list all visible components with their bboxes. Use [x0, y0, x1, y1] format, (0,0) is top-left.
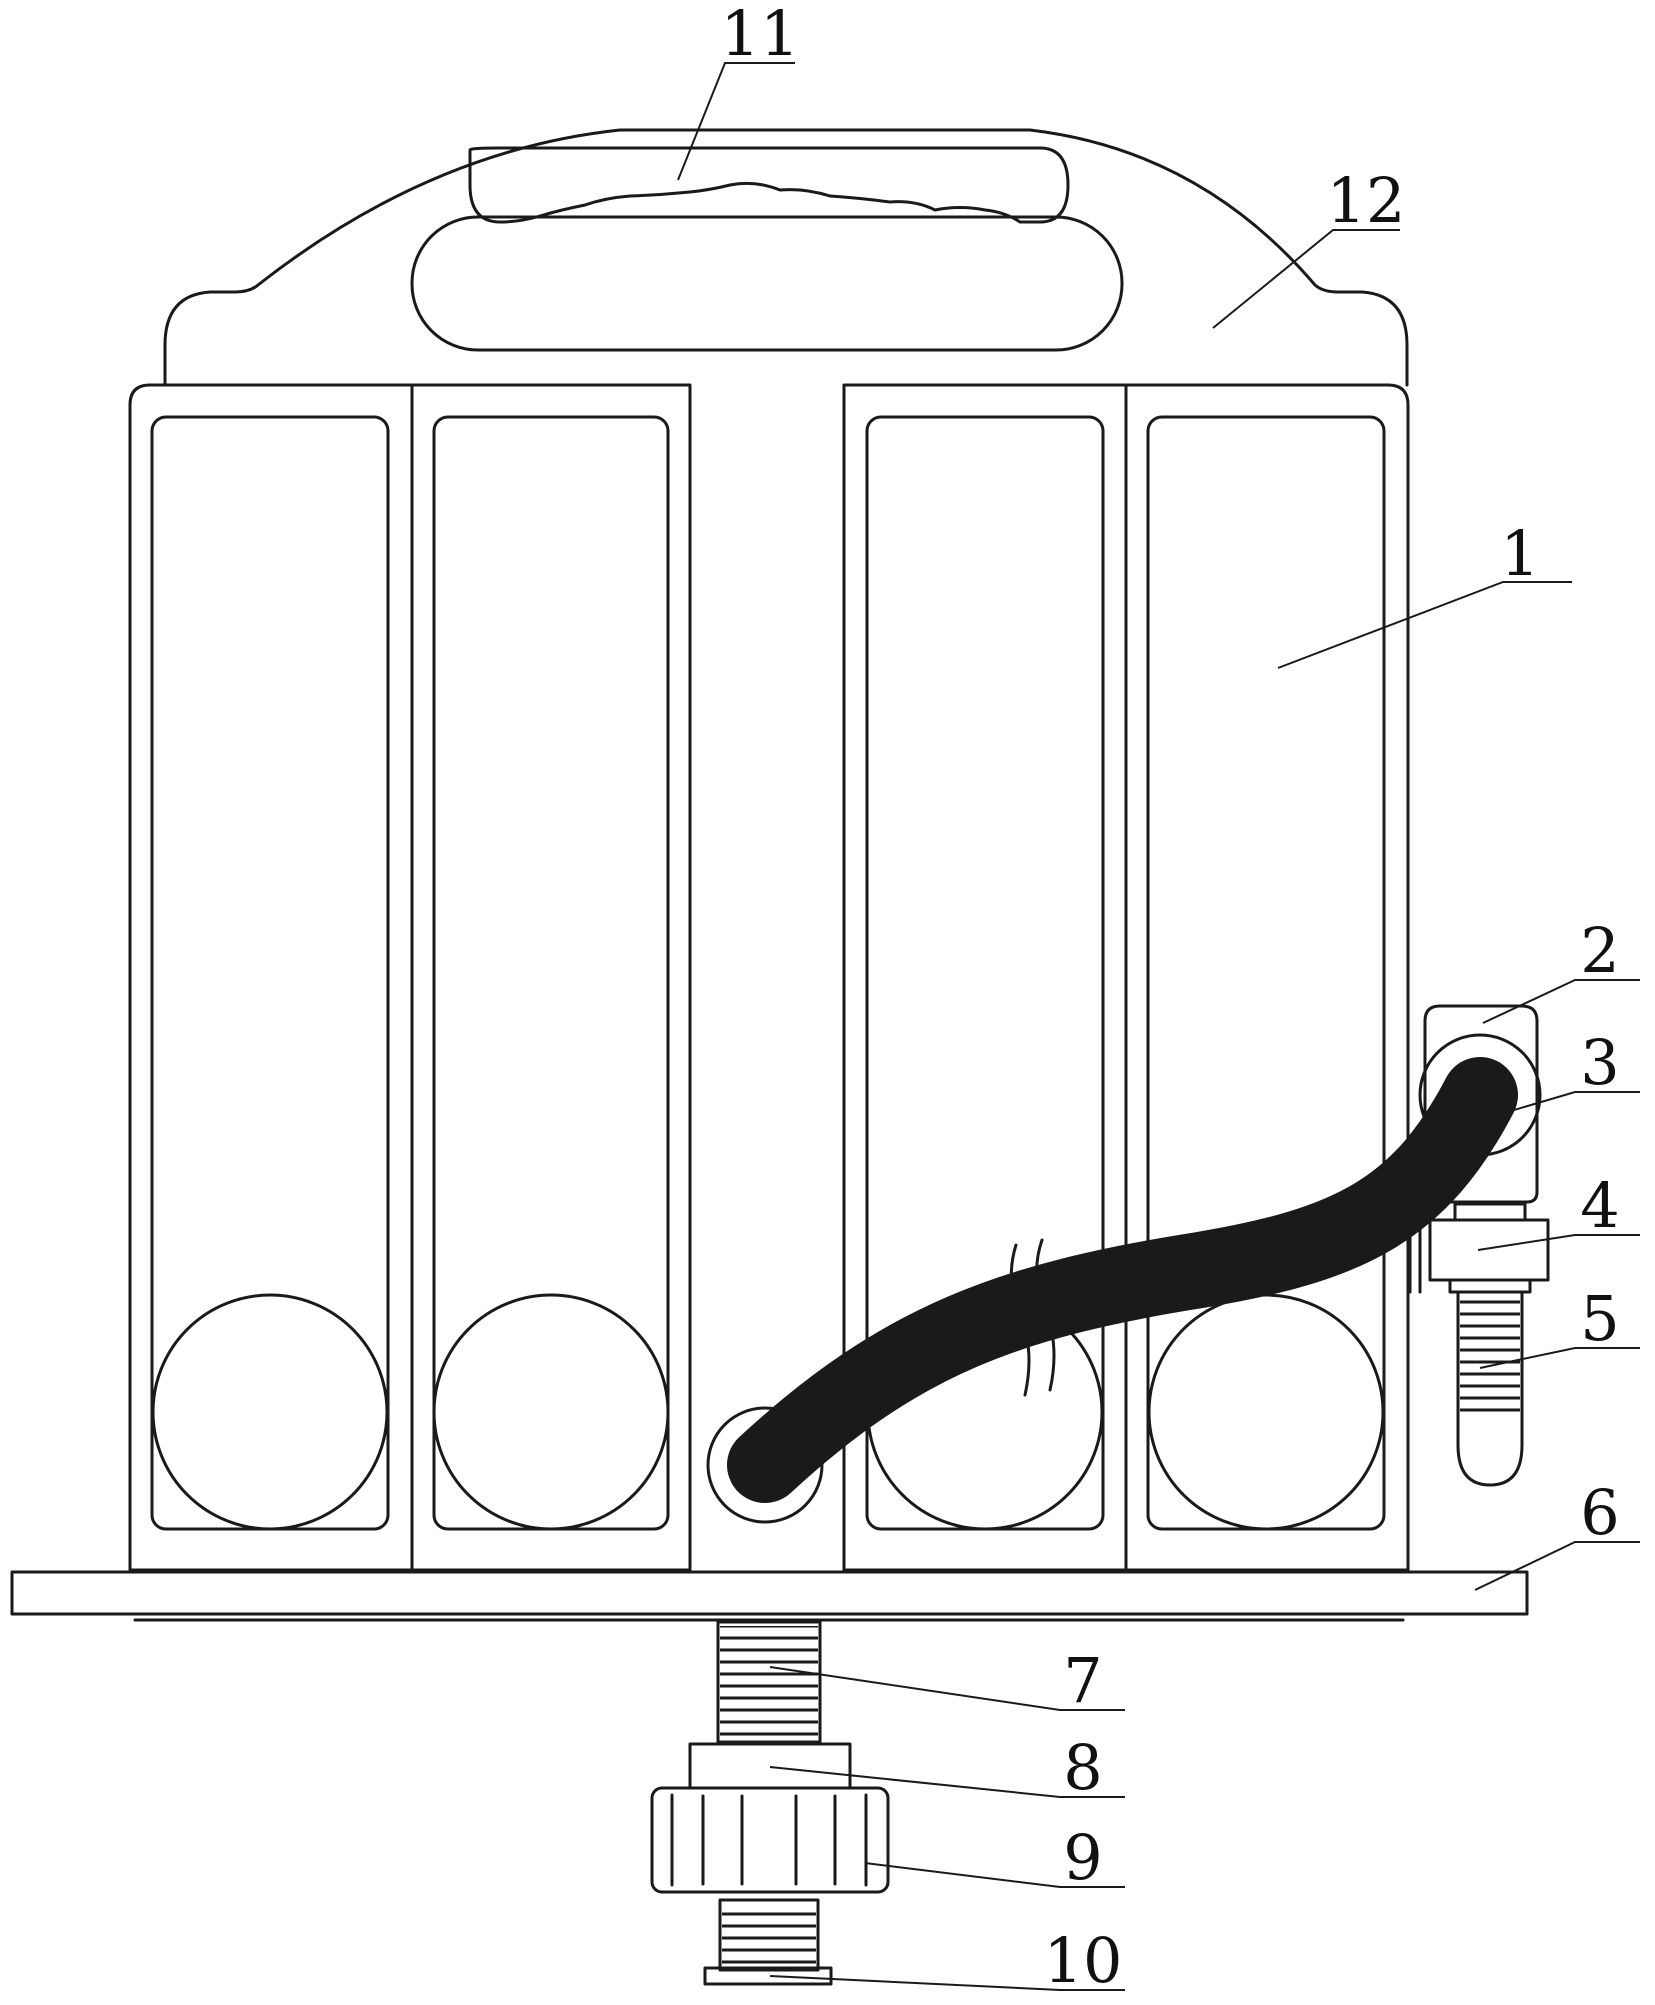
callout-10: 10	[1044, 1924, 1123, 1997]
compartment-2	[432, 415, 670, 1531]
callout-8: 8	[1063, 1731, 1102, 1804]
nut	[688, 1742, 852, 1790]
base-plate	[10, 1570, 1529, 1622]
callout-6: 6	[1580, 1476, 1619, 1549]
handle-grip	[468, 146, 1070, 224]
screw-rod	[716, 1620, 822, 1972]
callout-5: 5	[1580, 1282, 1619, 1355]
callout-labels: 11 12 1 2 3 4 5 6 7 8 9 10	[721, 0, 1620, 1997]
knurled-knob	[650, 1786, 890, 1894]
compartment-1	[150, 415, 390, 1531]
hose	[727, 1057, 1518, 1503]
callout-12: 12	[1327, 164, 1406, 237]
callout-7: 7	[1063, 1644, 1102, 1717]
callout-9: 9	[1063, 1821, 1102, 1894]
handle-frame	[163, 128, 1409, 387]
callout-3: 3	[1580, 1026, 1619, 1099]
threaded-nozzle	[1456, 1290, 1524, 1487]
hose-break-marks	[1009, 1238, 1056, 1397]
main-body	[128, 383, 1410, 1572]
callout-1: 1	[1500, 517, 1539, 590]
leader-lines	[677, 62, 1640, 1991]
callout-2: 2	[1580, 914, 1619, 987]
callout-11: 11	[721, 0, 800, 70]
compartment-4	[1146, 415, 1386, 1531]
end-cap	[703, 1966, 833, 1986]
callout-4: 4	[1580, 1169, 1619, 1242]
